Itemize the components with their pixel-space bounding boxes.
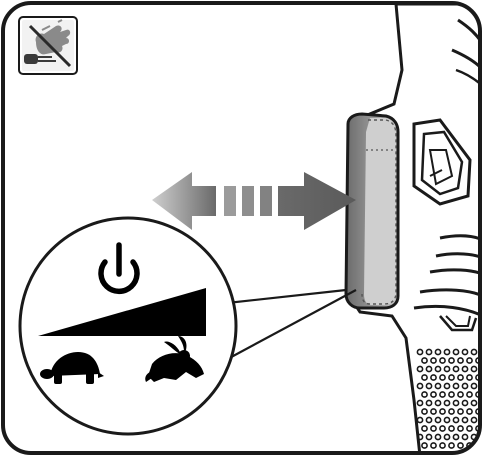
- grip-dot: [457, 357, 464, 364]
- grip-dot: [470, 348, 478, 356]
- grip-dot: [421, 357, 428, 364]
- hare-icon: [145, 336, 204, 382]
- grip-dot: [434, 382, 442, 390]
- grip-dot: [443, 433, 451, 441]
- speed-callout: [18, 216, 357, 436]
- grip-dot: [457, 442, 464, 449]
- grip-dot: [421, 425, 428, 432]
- grip-dot: [421, 374, 428, 381]
- grip-dot: [421, 408, 428, 415]
- grip-dot: [448, 425, 455, 432]
- grip-dot: [439, 408, 446, 415]
- grip-dot: [470, 416, 478, 424]
- grip-dot: [457, 374, 464, 381]
- grip-dot: [416, 416, 424, 424]
- grip-dot: [452, 399, 460, 407]
- grip-dot: [461, 348, 469, 356]
- grip-dot: [434, 348, 442, 356]
- grip-dot: [425, 365, 433, 373]
- grip-dot: [434, 365, 442, 373]
- grip-dot: [452, 416, 460, 424]
- speed-ramp-wedge-icon: [38, 288, 206, 336]
- grip-dot: [421, 391, 428, 398]
- grip-dot: [475, 442, 480, 449]
- grip-dot: [443, 365, 451, 373]
- grip-dot: [461, 416, 469, 424]
- grip-dot: [443, 416, 451, 424]
- grip-dot: [430, 425, 437, 432]
- grip-dot: [461, 399, 469, 407]
- grip-dot: [461, 365, 469, 373]
- grip-dot: [466, 374, 473, 381]
- grip-dot: [416, 433, 424, 441]
- grip-dot: [439, 391, 446, 398]
- grip-dot: [457, 408, 464, 415]
- grip-dot: [439, 425, 446, 432]
- grip-dot: [470, 382, 478, 390]
- grip-dot: [470, 365, 478, 373]
- grip-dot: [448, 357, 455, 364]
- grip-dot: [466, 391, 473, 398]
- grip-dot: [461, 433, 469, 441]
- grip-dot: [430, 391, 437, 398]
- grip-dot: [425, 416, 433, 424]
- grip-dot: [430, 357, 437, 364]
- no-touch-hand-icon: [18, 16, 78, 75]
- grip-dot: [430, 408, 437, 415]
- grip-dot: [430, 442, 437, 449]
- grip-dot: [452, 365, 460, 373]
- grip-dot: [443, 348, 451, 356]
- grip-dot: [425, 348, 433, 356]
- grip-dot: [470, 399, 478, 407]
- grip-dot: [448, 408, 455, 415]
- grip-dot: [461, 382, 469, 390]
- power-icon: [98, 242, 140, 294]
- grip-dot: [430, 374, 437, 381]
- grip-dot: [425, 382, 433, 390]
- grip-dot: [452, 433, 460, 441]
- grip-dot: [457, 391, 464, 398]
- grip-dot: [416, 382, 424, 390]
- grip-dot: [416, 348, 424, 356]
- grip-dot: [425, 399, 433, 407]
- grip-dot: [448, 374, 455, 381]
- grip-dot: [416, 399, 424, 407]
- grip-dot: [443, 399, 451, 407]
- grip-dot: [457, 425, 464, 432]
- grip-dot: [448, 442, 455, 449]
- grip-dot: [452, 382, 460, 390]
- grip-dot: [439, 442, 446, 449]
- grip-dot: [466, 425, 473, 432]
- grip-dot: [466, 408, 473, 415]
- grip-dot: [443, 382, 451, 390]
- slide-arrow-icon: [152, 172, 356, 230]
- grip-dot: [466, 357, 473, 364]
- grip-dot: [439, 357, 446, 364]
- trigger-switch: [344, 112, 400, 310]
- grip-dot: [448, 391, 455, 398]
- grip-dot: [421, 442, 428, 449]
- grip-dot: [434, 399, 442, 407]
- grip-dot: [439, 374, 446, 381]
- grip-dot: [425, 433, 433, 441]
- grip-dot: [434, 416, 442, 424]
- grip-dot: [416, 365, 424, 373]
- tortoise-icon: [40, 352, 104, 384]
- grip-dot: [452, 348, 460, 356]
- grip-dot: [434, 433, 442, 441]
